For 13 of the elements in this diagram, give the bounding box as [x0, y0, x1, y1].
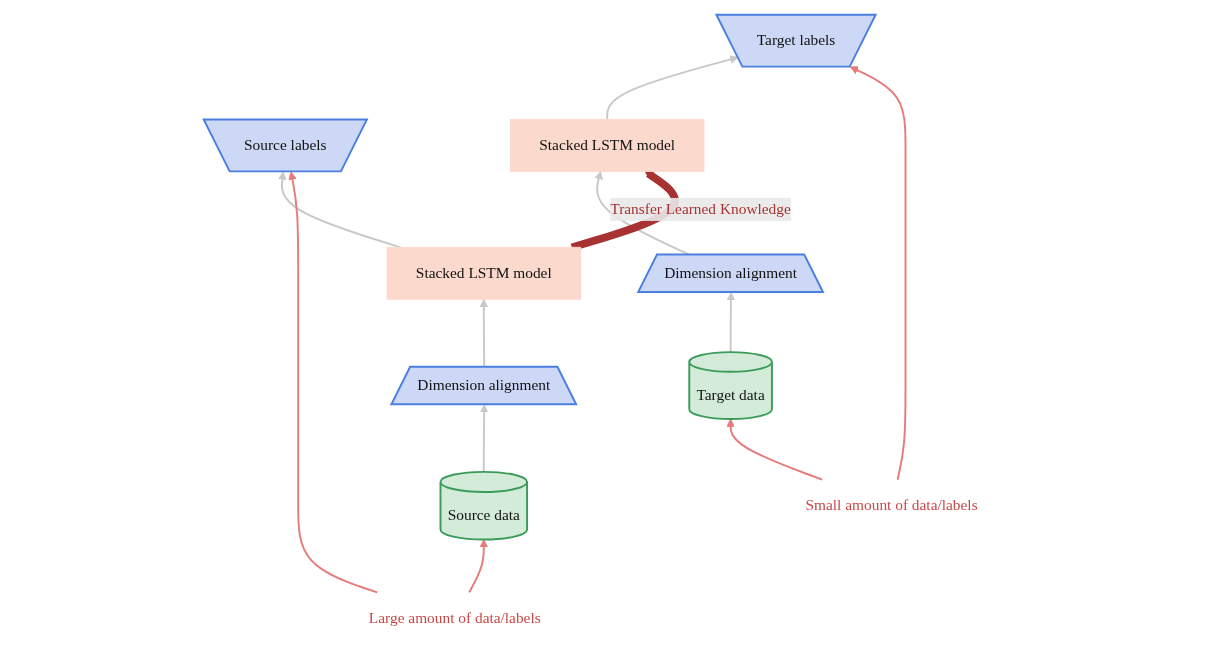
arrow — [726, 418, 824, 481]
arrow — [727, 292, 736, 354]
arrow — [850, 66, 907, 481]
node-text: Large amount of data/labels — [369, 609, 542, 627]
arrow — [468, 539, 489, 594]
node-text: Small amount of data/labels — [805, 497, 979, 514]
node-box: Stacked LSTM model — [510, 119, 705, 172]
edge-label: Transfer Learned Knowledge — [610, 200, 792, 218]
arrow — [278, 171, 402, 249]
arrow — [288, 171, 379, 594]
arrow — [480, 404, 489, 473]
node-box: Stacked LSTM model — [386, 246, 582, 300]
arrow — [606, 55, 739, 121]
